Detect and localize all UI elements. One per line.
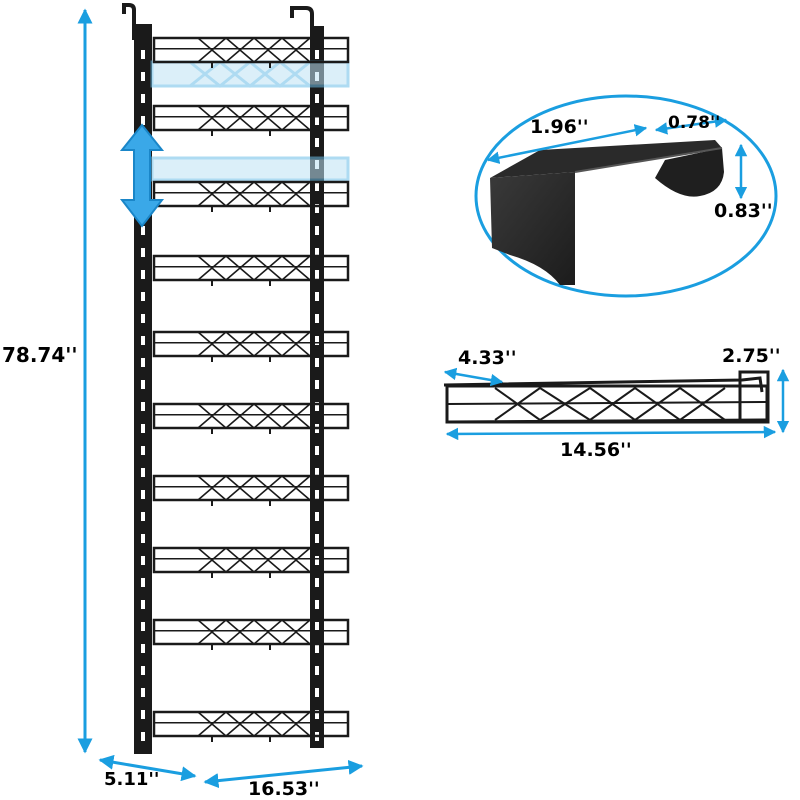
rail-slots — [141, 50, 319, 741]
basket-width-label: 14.56'' — [560, 439, 632, 461]
basket-depth-label: 4.33'' — [458, 347, 517, 369]
basket — [152, 330, 350, 362]
basket — [152, 180, 350, 212]
basket — [152, 36, 350, 68]
hook-gap-label: 0.78'' — [668, 113, 721, 133]
basket — [152, 254, 350, 286]
hook-width-arrow — [486, 124, 648, 164]
single-basket-detail — [443, 370, 770, 424]
depth-dimension-arrow — [98, 754, 197, 782]
basket — [152, 618, 350, 650]
basket-height-label: 2.75'' — [722, 345, 781, 367]
rack-width-label: 16.53'' — [248, 778, 320, 800]
basket-width-arrow — [445, 425, 777, 441]
left-door-hook — [122, 3, 136, 40]
up-down-arrow-icon — [119, 123, 165, 228]
ghost-basket — [150, 60, 350, 88]
hook-height-label: 0.83'' — [714, 200, 773, 222]
basket — [152, 546, 350, 578]
basket — [152, 402, 350, 434]
overall-height-label: 78.74'' — [2, 343, 78, 367]
basket — [152, 710, 350, 742]
rack-depth-label: 5.11'' — [104, 769, 160, 790]
hook-gap-arrow — [654, 115, 728, 135]
right-door-hook — [290, 6, 314, 40]
width-dimension-arrow — [203, 759, 364, 789]
basket — [152, 474, 350, 506]
basket-stack — [152, 36, 350, 742]
basket-depth-arrow — [443, 367, 504, 387]
basket — [152, 104, 350, 136]
hook-width-label: 1.96'' — [530, 116, 589, 138]
ghost-basket-2 — [150, 156, 350, 182]
